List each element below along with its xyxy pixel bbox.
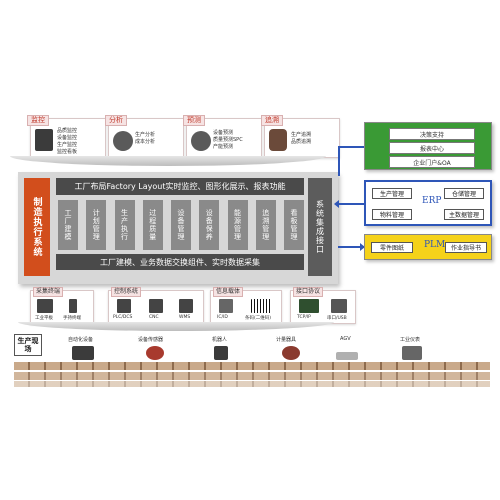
device-group-terminal: 采集终端 工业平板 手持终端 — [30, 287, 94, 324]
device-group-carrier: 信息载体 IC/ID 条码(二维码) — [210, 287, 282, 324]
cnc-icon — [149, 299, 163, 313]
conveyor-row — [14, 381, 490, 387]
module-row: 工厂建模 计划管理 生产执行 过程质量 设备管理 设备保养 能源管理 追溯管理 … — [58, 200, 304, 250]
device-caption: TCP/IP — [297, 315, 311, 320]
arrow-to-plm — [338, 246, 364, 248]
floor-device-caption: 工业仪表 — [400, 337, 421, 343]
arrow-to-erp — [338, 203, 364, 205]
mes-module: 计划管理 — [86, 200, 107, 250]
floor-device-caption: 机器人 — [212, 337, 228, 343]
arrow-head-plm — [360, 243, 365, 251]
barcode-icon — [251, 299, 271, 313]
floor-device-caption: 自动化设备 — [68, 337, 94, 343]
device-caption: WMS — [179, 315, 191, 320]
mes-module: 生产执行 — [114, 200, 135, 250]
device-caption: 串口/USB — [327, 316, 347, 321]
usb-port-icon — [331, 299, 347, 313]
device-group-tag: 信息载体 — [213, 287, 244, 297]
plm-item: 零件图纸 — [371, 242, 413, 253]
arrow-head-erp — [334, 200, 339, 208]
mes-module: 过程质量 — [142, 200, 163, 250]
floor-device-caption: AGV — [340, 336, 351, 342]
floor-device-caption: 设备传感器 — [138, 337, 164, 343]
device-group-control: 控制系统 PLC/DCS CNC WMS — [108, 287, 204, 324]
conveyor-row — [14, 372, 490, 380]
arrow-to-oa — [338, 146, 364, 148]
network-board-icon — [299, 299, 319, 313]
module-lines: 生产追溯品质追溯 — [291, 132, 312, 145]
device-group-tag: 控制系统 — [111, 287, 142, 297]
device-group-tag: 接口协议 — [293, 287, 324, 297]
module-tag: 追溯 — [261, 115, 283, 126]
monitor-icon — [35, 129, 53, 151]
agv-icon — [336, 352, 358, 360]
module-tag: 监控 — [27, 115, 49, 126]
mes-module: 追溯管理 — [255, 200, 276, 250]
erp-item: 生产管理 — [372, 188, 412, 199]
automation-equipment-icon — [72, 346, 94, 360]
arrow-oa-vertical — [338, 146, 340, 176]
plm-label: PLM — [424, 240, 446, 250]
oa-item: 报表中心 — [389, 142, 475, 154]
module-tag: 分析 — [105, 115, 127, 126]
predict-icon — [191, 131, 211, 151]
erp-item: 物料管理 — [372, 209, 412, 220]
production-floor-label: 生产现场 — [14, 334, 42, 356]
device-caption: PLC/DCS — [113, 315, 133, 320]
floor-device-caption: 计量器具 — [276, 337, 297, 343]
conveyor-belt — [14, 362, 490, 388]
plc-icon — [117, 299, 131, 313]
analysis-icon — [113, 131, 133, 151]
handheld-icon — [69, 299, 77, 313]
gauge-icon — [282, 346, 300, 360]
wms-icon — [179, 299, 193, 313]
top-shelf — [10, 156, 326, 166]
module-card-trace: 追溯 生产追溯品质追溯 — [261, 115, 340, 158]
trace-icon — [269, 129, 287, 151]
mes-module: 设备管理 — [171, 200, 191, 250]
oa-item: 决策支持 — [389, 128, 475, 140]
modeling-strip: 工厂建模、业务数据交换组件、实时数据采集 — [56, 254, 304, 270]
module-lines: 生产分析成本分析 — [135, 132, 156, 145]
mes-module: 看板管理 — [284, 200, 304, 250]
conveyor-row — [14, 362, 490, 370]
card-icon — [219, 299, 233, 313]
device-shelf — [18, 322, 334, 331]
device-group-tag: 采集终端 — [33, 287, 64, 297]
integration-interface-bar: 系统集成接口 — [308, 178, 332, 276]
module-card-monitor: 监控 品质监控设备监控生产监控监控看板 — [27, 115, 106, 158]
device-caption: 工业平板 — [35, 316, 53, 321]
tablet-icon — [37, 299, 53, 313]
sensor-icon — [146, 346, 164, 360]
robot-icon — [214, 346, 228, 360]
device-group-protocol: 接口协议 TCP/IP 串口/USB — [290, 287, 356, 324]
mes-module: 工厂建模 — [58, 200, 78, 250]
layout-strip: 工厂布局Factory Layout实时监控、图形化展示、报表功能 — [56, 178, 304, 195]
oa-system: 决策支持 报表中心 企业门户&OA — [364, 122, 492, 170]
erp-label: ERP — [422, 196, 442, 206]
device-caption: IC/ID — [217, 315, 228, 320]
erp-item: 仓储管理 — [444, 188, 484, 199]
device-caption: CNC — [149, 315, 159, 320]
module-lines: 品质监控设备监控生产监控监控看板 — [57, 128, 78, 155]
module-card-analysis: 分析 生产分析成本分析 — [105, 115, 184, 158]
mes-module: 能源管理 — [227, 200, 248, 250]
instrument-icon — [402, 346, 422, 360]
oa-item: 企业门户&OA — [389, 156, 475, 168]
module-tag: 预测 — [183, 115, 205, 126]
exec-system-bar: 制造执行系统 — [24, 178, 50, 276]
device-caption: 手持终端 — [63, 316, 81, 321]
device-caption: 条码(二维码) — [245, 316, 272, 321]
erp-system: 生产管理 仓储管理 物料管理 主数据管理 — [364, 180, 492, 226]
mes-module: 设备保养 — [199, 200, 220, 250]
plm-item: 作业指导书 — [445, 242, 487, 253]
erp-item: 主数据管理 — [444, 209, 484, 220]
plm-system: 零件图纸 作业指导书 — [364, 234, 492, 260]
